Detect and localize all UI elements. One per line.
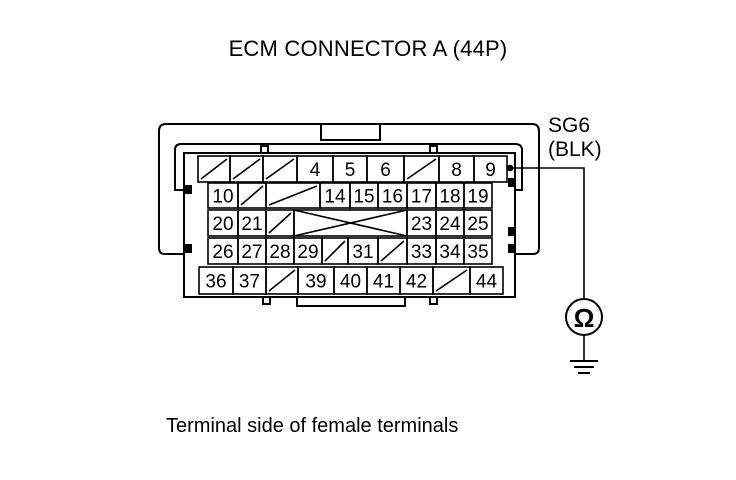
terminal-cavity [463, 209, 493, 237]
terminal-cavity [463, 182, 493, 209]
connector-bottom-key [296, 297, 406, 307]
unused-cavity-slash [268, 212, 292, 234]
unused-cavity-slash [265, 158, 295, 180]
blocked-cavity-cross [293, 209, 408, 237]
notch-bottom-right [429, 296, 438, 305]
connector-lock-tab [320, 124, 381, 141]
wire-color-label: (BLK) [548, 138, 602, 161]
terminal-number: 29 [297, 242, 318, 263]
notch-top-left [260, 145, 269, 154]
terminal-number: 25 [467, 214, 488, 235]
terminal-number: 9 [485, 160, 496, 181]
terminal-number: 28 [269, 242, 290, 263]
terminal-number: 42 [406, 272, 427, 293]
diagram-caption: Terminal side of female terminals [166, 415, 459, 437]
latch-mark-right-3 [508, 244, 515, 253]
unused-cavity-slash [435, 269, 468, 292]
terminal-number: 35 [467, 242, 488, 263]
unused-cavity-slash [268, 185, 318, 206]
terminal-number: 27 [241, 242, 262, 263]
terminal-number: 18 [439, 187, 460, 208]
unused-cavity-slash [406, 158, 437, 180]
terminal-number: 19 [467, 187, 488, 208]
terminal-number: 8 [451, 160, 462, 181]
terminal-number: 34 [439, 242, 461, 263]
terminal-number: 26 [212, 242, 233, 263]
terminal-cavity [463, 237, 493, 265]
notch-bottom-left [262, 296, 271, 305]
terminal-number: 39 [305, 272, 326, 293]
latch-mark-left-1 [185, 185, 192, 194]
ground-icon [570, 360, 598, 374]
latch-mark-left-2 [185, 244, 192, 253]
terminal-number: 23 [411, 214, 432, 235]
terminal-number: 31 [352, 242, 373, 263]
diagram-title: ECM CONNECTOR A (44P) [228, 36, 508, 61]
ohmmeter-symbol: Ω [574, 303, 595, 333]
connector-inner-shroud [174, 143, 523, 191]
notch-top-right [429, 145, 438, 154]
terminal-number: 20 [212, 214, 233, 235]
terminal-number: 5 [345, 160, 356, 181]
terminal-number: 21 [241, 214, 262, 235]
terminal-number: 24 [439, 214, 461, 235]
terminal-number: 37 [239, 272, 260, 293]
terminal-number: 6 [380, 160, 391, 181]
terminal-number: 40 [340, 272, 361, 293]
terminal-cavity [469, 266, 504, 295]
terminal-grid: 4 5 6 8 9 10 14 15 16 17 18 19 20 21 23 24 25 26 27 28 29 31 3… [197, 155, 508, 295]
unused-cavity-slash [232, 158, 261, 180]
unused-cavity-slash [200, 158, 228, 180]
terminal-number: 10 [212, 187, 233, 208]
terminal-number: 36 [205, 272, 226, 293]
terminal-number: 4 [310, 160, 321, 181]
terminal-number: 17 [411, 187, 432, 208]
unused-cavity-slash [380, 240, 405, 262]
connector-outer-shroud [158, 123, 540, 255]
terminal-number: 16 [382, 187, 403, 208]
probe-wire [510, 167, 585, 298]
terminal-number: 15 [353, 187, 374, 208]
terminal-number: 33 [411, 242, 432, 263]
latch-mark-right-2 [508, 227, 515, 236]
unused-cavity-slash [240, 185, 264, 206]
terminal-number: 14 [324, 187, 346, 208]
latch-mark-right-1 [508, 178, 515, 187]
wire-terminal-label: SG6 [548, 114, 591, 137]
terminal-number: 41 [373, 272, 394, 293]
unused-cavity-slash [324, 240, 346, 262]
terminal-number: 44 [476, 272, 498, 293]
connector-housing [183, 152, 516, 298]
unused-cavity-slash [268, 269, 296, 292]
